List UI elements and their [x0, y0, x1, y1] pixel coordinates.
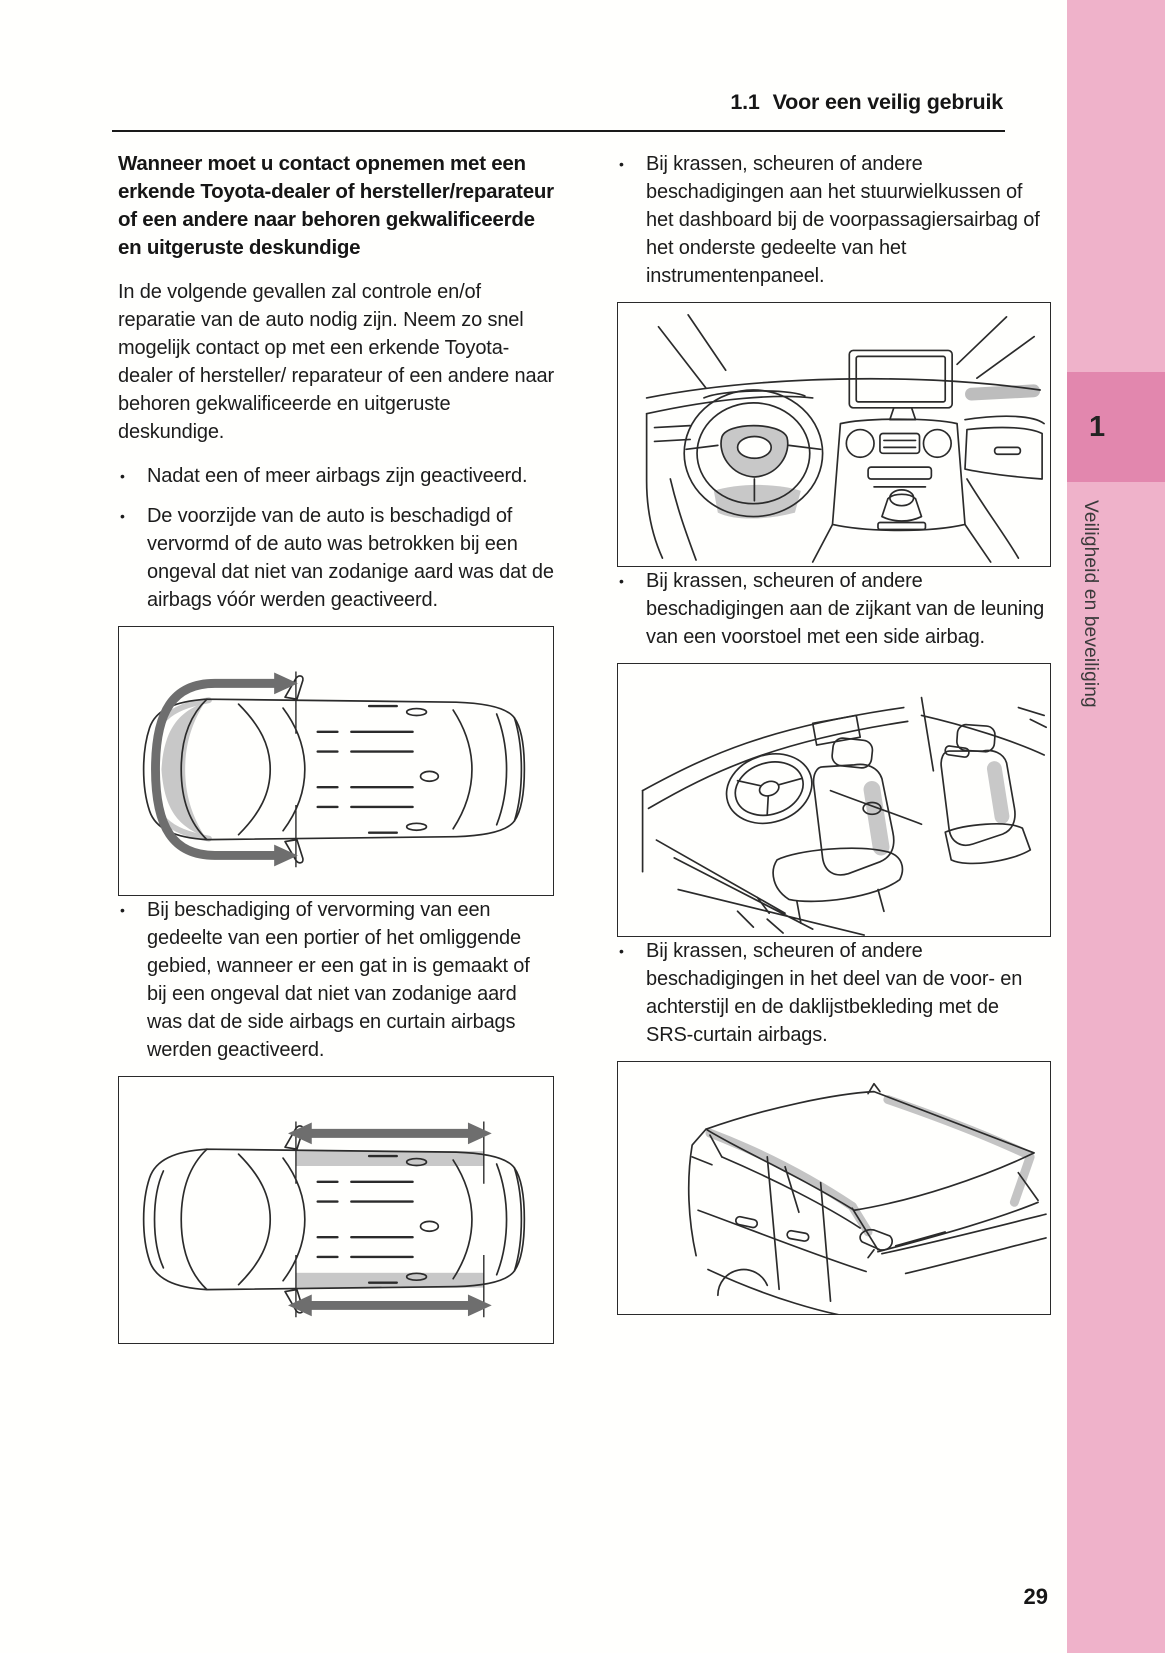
- car-top-view-side-arrows-illustration: [142, 1121, 526, 1318]
- bullet-icon: •: [120, 902, 125, 918]
- bullet-list: • Bij krassen, scheuren of andere bescha…: [617, 567, 1051, 651]
- front-seats-illustration: [641, 696, 1047, 936]
- section-title: Voor een veilig gebruik: [772, 90, 1004, 114]
- bullet-list: • Bij krassen, scheuren of andere bescha…: [617, 150, 1051, 290]
- bullet-icon: •: [619, 573, 624, 589]
- figure-seat-side-airbags: [617, 663, 1051, 937]
- figure-dashboard-airbags: [617, 302, 1051, 567]
- dashboard-illustration: [645, 314, 1045, 563]
- list-item: • Bij krassen, scheuren of andere bescha…: [617, 567, 1051, 651]
- figure-car-top-side-zone: [118, 1076, 554, 1344]
- bullet-list: • Bij beschadiging of vervorming van een…: [118, 896, 554, 1064]
- left-column: Wanneer moet u contact opnemen met een e…: [118, 150, 554, 1344]
- right-column: • Bij krassen, scheuren of andere bescha…: [617, 150, 1051, 1315]
- list-item: • Bij beschadiging of vervorming van een…: [118, 896, 554, 1064]
- header-rule: [112, 130, 1005, 133]
- car-top-view-front-arrow-illustration: [142, 671, 526, 868]
- bullet-icon: •: [619, 943, 624, 959]
- chapter-title-vertical: Veiligheid en beveiliging: [1080, 500, 1101, 708]
- block-heading: Wanneer moet u contact opnemen met een e…: [118, 152, 554, 259]
- bullet-icon: •: [120, 468, 125, 484]
- bullet-icon: •: [120, 508, 125, 524]
- chapter-number-box: 1: [1067, 372, 1165, 482]
- page-number: 29: [1023, 1584, 1048, 1609]
- section-header: 1.1 Voor een veilig gebruik: [118, 90, 1003, 115]
- list-item: • Nadat een of meer airbags zijn geactiv…: [118, 462, 554, 490]
- list-item: • Bij krassen, scheuren of andere bescha…: [617, 937, 1051, 1049]
- chapter-sidebar: 1 Veiligheid en beveiliging: [1067, 0, 1165, 1653]
- bullet-icon: •: [619, 156, 624, 172]
- figure-car-top-front-zone: [118, 626, 554, 896]
- list-item: • De voorzijde van de auto is beschadigd…: [118, 502, 554, 614]
- bullet-list: • Bij krassen, scheuren of andere bescha…: [617, 937, 1051, 1049]
- chapter-number: 1: [1089, 410, 1106, 443]
- figure-roof-curtain-airbags: [617, 1061, 1051, 1315]
- suv-exterior-illustration: [687, 1082, 1047, 1314]
- bullet-list: • Nadat een of meer airbags zijn geactiv…: [118, 462, 554, 614]
- intro-paragraph: In de volgende gevallen zal controle en/…: [118, 281, 554, 443]
- section-number: 1.1: [730, 90, 760, 114]
- list-item: • Bij krassen, scheuren of andere bescha…: [617, 150, 1051, 290]
